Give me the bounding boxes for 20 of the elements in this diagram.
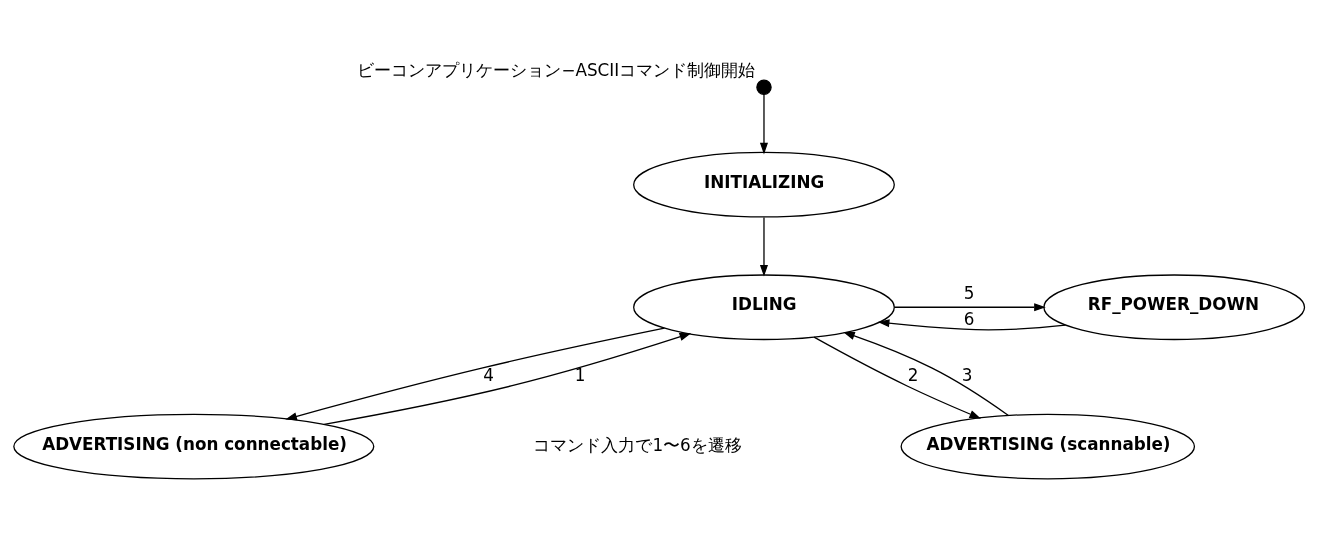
edge-label: 2 (907, 365, 919, 386)
arrow (843, 332, 1010, 417)
node-label: ビーコンアプリケーション−ASCIIコマンド制御開始 (357, 59, 756, 80)
node-circle (756, 79, 772, 96)
edge-label: 6 (963, 308, 975, 329)
arrow (285, 327, 666, 421)
arrow (813, 336, 982, 419)
arrow (893, 303, 1046, 312)
arrow (877, 319, 1067, 331)
node-ellipse: ADVERTISING (scannable) (900, 413, 1196, 480)
arrow (759, 216, 769, 277)
edge-label: 4 (483, 365, 494, 386)
label: コマンド入力で1〜6を遷移 (533, 434, 742, 455)
node-ellipse: RF_POWER_DOWN (1043, 274, 1306, 341)
edge-label: 5 (963, 282, 975, 303)
node-ellipse: INITIALIZING (633, 151, 895, 218)
arrow (759, 94, 769, 155)
edge-label: 1 (574, 365, 586, 386)
arrow (323, 332, 692, 425)
edge-label: 3 (961, 365, 973, 386)
